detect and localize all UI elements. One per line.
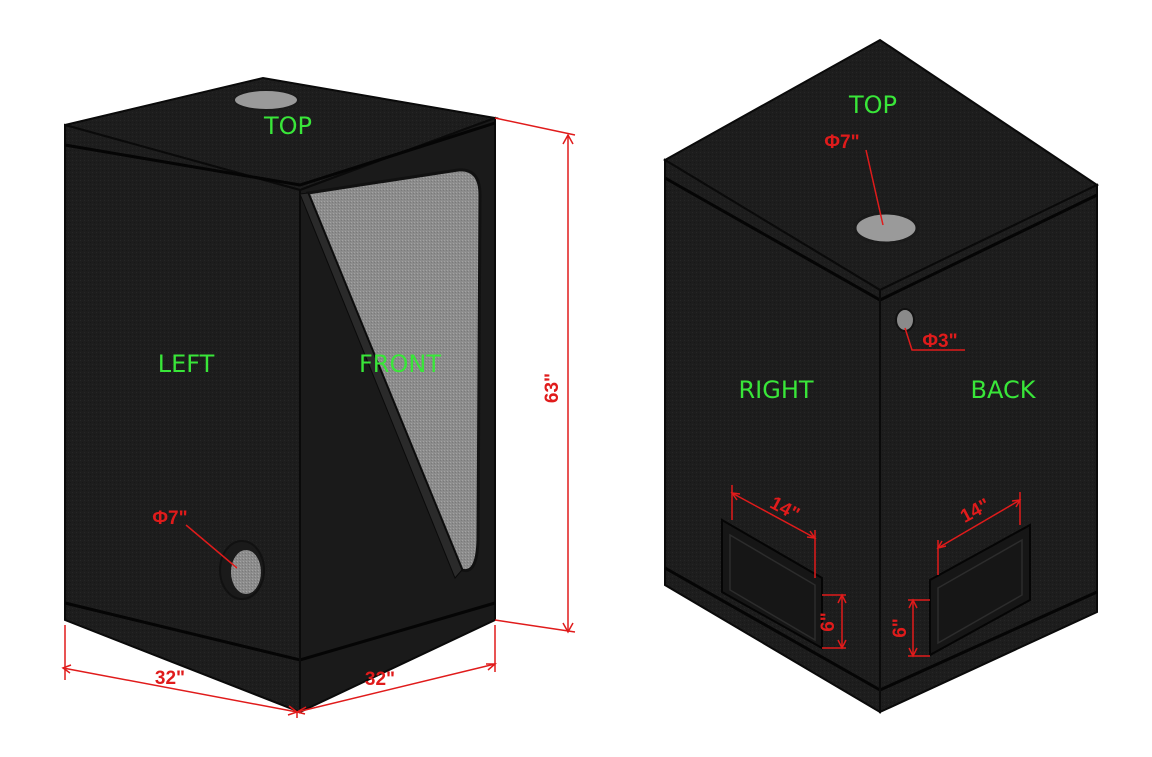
label-left-face: LEFT bbox=[158, 350, 215, 378]
open-door-reflective-lining bbox=[305, 168, 482, 573]
tent-left-face bbox=[64, 123, 301, 714]
vent-back-inner bbox=[937, 538, 1023, 645]
back-view-dimension-lines bbox=[730, 149, 1022, 658]
dim-height: 63" bbox=[542, 373, 563, 403]
dim-small-port: Φ3" bbox=[922, 331, 957, 352]
top-port-hole-back bbox=[853, 211, 919, 245]
label-top-front-view: TOP bbox=[263, 112, 312, 140]
vent-right-inner bbox=[729, 533, 816, 642]
dim-vent-back-height: 6" bbox=[890, 618, 911, 638]
door-flap-edge bbox=[299, 192, 463, 579]
small-port-hole bbox=[895, 308, 915, 332]
top-seam bbox=[64, 121, 496, 187]
vent-back-face bbox=[929, 523, 1031, 657]
side-port-inner bbox=[231, 550, 261, 594]
dim-side-port: Φ7" bbox=[152, 508, 187, 529]
dim-width-left: 32" bbox=[155, 668, 185, 689]
top-port-hole bbox=[233, 89, 299, 111]
label-front-face: FRONT bbox=[359, 350, 441, 378]
dim-top-port: Φ7" bbox=[824, 132, 859, 153]
label-back-face: BACK bbox=[971, 376, 1037, 404]
label-top-back-view: TOP bbox=[848, 91, 897, 119]
dim-width-front: 32" bbox=[365, 669, 395, 690]
front-view-dimension-lines bbox=[61, 117, 576, 718]
dim-vent-right-height: 6" bbox=[818, 612, 839, 632]
back-view-tent bbox=[663, 38, 1100, 714]
front-view-tent bbox=[64, 76, 499, 714]
label-right-face: RIGHT bbox=[738, 376, 813, 404]
